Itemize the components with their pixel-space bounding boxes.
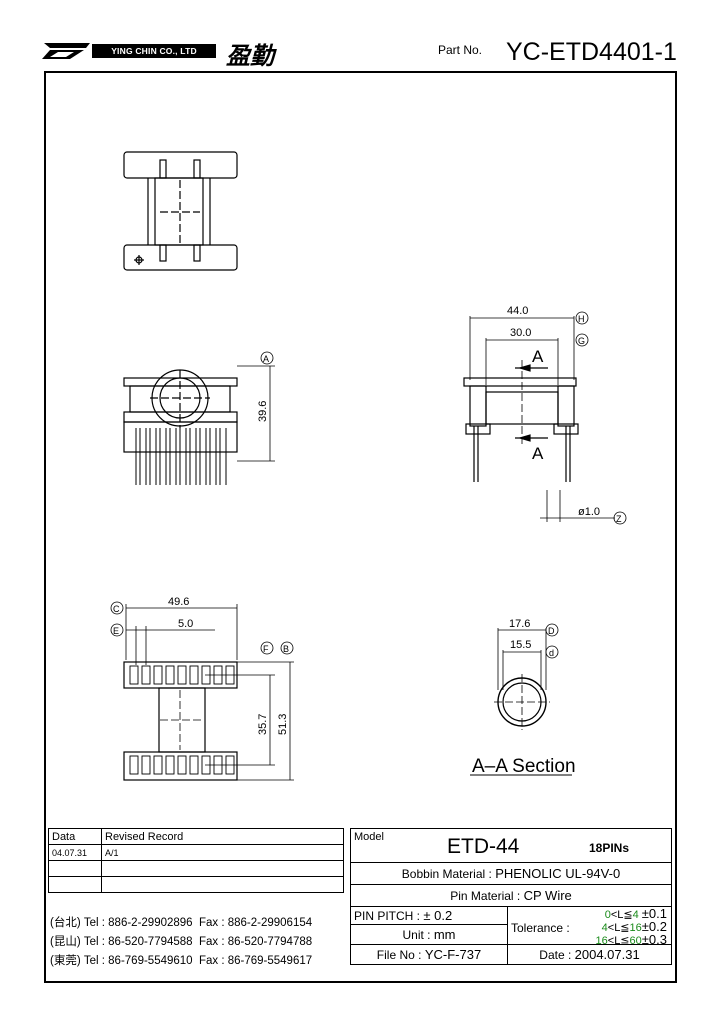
revision-row-date: 04.07.31 xyxy=(48,844,102,861)
unit-value: mm xyxy=(433,927,456,942)
drawing-frame xyxy=(44,71,677,983)
tol-min: 4 xyxy=(601,922,608,934)
revision-row-record: A/1 xyxy=(101,844,344,861)
label-z: Z xyxy=(616,514,622,524)
contact-fax: Fax : 86-769-5549617 xyxy=(198,955,313,967)
contact-location: (台北) xyxy=(50,917,81,929)
revision-row-record xyxy=(101,860,344,877)
part-number-label: Part No. xyxy=(438,43,483,57)
label-b: B xyxy=(283,644,289,654)
pin-pitch-value: ± 0.2 xyxy=(423,908,453,923)
tolerance-values: 0<L≦4 ±0.1 4<L≦16±0.2 16<L≦60±0.3 xyxy=(595,906,667,947)
pin-count: 18PINs xyxy=(589,841,630,855)
pin-pitch-cell: PIN PITCH : ± 0.2 xyxy=(350,906,508,925)
pin-material-label: Pin Material : xyxy=(450,889,521,903)
date-label: Date : xyxy=(539,948,572,962)
label-d-lower: d xyxy=(549,648,554,658)
tolerance-cell: Tolerance : 0<L≦4 ±0.1 4<L≦16±0.2 16<L≦6… xyxy=(507,906,672,947)
label-a: A xyxy=(263,354,269,364)
contact-fax: Fax : 886-2-29906154 xyxy=(198,917,313,929)
contact-row: (台北) Tel : 886-2-29902896 Fax : 886-2-29… xyxy=(50,914,312,933)
label-f: F xyxy=(263,644,269,654)
dim-30: 30.0 xyxy=(510,327,531,339)
dim-pin-dia: ø1.0 xyxy=(578,506,600,518)
contact-tel: Tel : 86-769-5549610 xyxy=(83,955,193,967)
dim-49-6: 49.6 xyxy=(168,596,189,608)
date-value: 2004.07.31 xyxy=(574,947,640,962)
pin-pitch-label: PIN PITCH : xyxy=(354,909,421,923)
bottom-view xyxy=(110,601,294,781)
tolerance-label: Tolerance : xyxy=(511,921,570,935)
section-title: A–A Section xyxy=(472,756,576,777)
bobbin-material-label: Bobbin Material : xyxy=(401,867,492,881)
tolerance-row: 16<L≦60±0.3 xyxy=(595,932,667,947)
file-no-cell: File No : YC-F-737 xyxy=(350,944,508,965)
section-view xyxy=(470,623,572,776)
model-label: Model xyxy=(354,831,384,843)
section-mark-bottom: A xyxy=(532,444,544,463)
contact-tel: Tel : 86-520-7794588 xyxy=(83,936,193,948)
company-name: YING CHIN CO., LTD xyxy=(92,44,216,58)
dim-15-5: 15.5 xyxy=(510,639,531,651)
label-g: G xyxy=(578,336,585,346)
tol-min: 16 xyxy=(595,935,608,947)
tol-op: <L≦ xyxy=(607,935,630,947)
revision-col-date: Data xyxy=(48,828,102,845)
tol-value: ±0.2 xyxy=(641,919,667,934)
top-view xyxy=(123,151,238,271)
contact-row: (昆山) Tel : 86-520-7794588 Fax : 86-520-7… xyxy=(50,933,312,952)
contact-row: (東莞) Tel : 86-769-5549610 Fax : 86-769-5… xyxy=(50,952,312,971)
file-no-label: File No : xyxy=(376,948,422,962)
tol-value: ±0.1 xyxy=(641,906,667,921)
contact-list: (台北) Tel : 886-2-29902896 Fax : 886-2-29… xyxy=(50,914,312,971)
label-c: C xyxy=(113,604,120,614)
model-value: ETD-44 xyxy=(447,835,520,858)
company-logo xyxy=(40,40,220,62)
logo-icon xyxy=(42,43,90,59)
front-view xyxy=(123,351,275,485)
company-chinese-name: 盈勤 xyxy=(226,41,274,70)
revision-table: Data Revised Record 04.07.31 A/1 xyxy=(48,828,344,893)
pin-material-row: Pin Material : CP Wire xyxy=(350,884,672,907)
tol-op: <L≦ xyxy=(607,922,630,934)
model-cell: Model ETD-44 18PINs xyxy=(350,828,672,863)
part-number: YC-ETD4401-1 xyxy=(506,38,677,66)
contact-tel: Tel : 886-2-29902896 xyxy=(83,917,193,929)
dim-39-6: 39.6 xyxy=(257,401,269,422)
side-view xyxy=(463,311,627,525)
unit-cell: Unit : mm xyxy=(350,924,508,945)
unit-label: Unit : xyxy=(402,928,431,942)
revision-row-record xyxy=(101,876,344,893)
tol-max: 60 xyxy=(629,935,642,947)
info-table: Model ETD-44 18PINs Bobbin Material : PH… xyxy=(350,828,672,965)
file-no-value: YC-F-737 xyxy=(424,947,482,962)
label-d-upper: D xyxy=(548,626,555,636)
revision-row-date xyxy=(48,876,102,893)
contact-location: (昆山) xyxy=(50,936,81,948)
revision-row-date xyxy=(48,860,102,877)
dim-51-3: 51.3 xyxy=(277,714,289,735)
contact-fax: Fax : 86-520-7794788 xyxy=(198,936,313,948)
bobbin-material-row: Bobbin Material : PHENOLIC UL-94V-0 xyxy=(350,862,672,885)
tol-max: 16 xyxy=(629,922,642,934)
label-h: H xyxy=(578,314,585,324)
dim-5-0: 5.0 xyxy=(178,618,193,630)
tol-value: ±0.3 xyxy=(641,932,667,947)
label-e: E xyxy=(113,626,119,636)
tol-max: 4 xyxy=(632,909,639,921)
tolerance-row: 4<L≦16±0.2 xyxy=(596,919,667,934)
pin-material-value: CP Wire xyxy=(523,888,572,903)
bobbin-material-value: PHENOLIC UL-94V-0 xyxy=(495,866,621,881)
date-cell: Date : 2004.07.31 xyxy=(507,944,672,965)
dim-44: 44.0 xyxy=(507,305,528,317)
tol-op: <L≦ xyxy=(610,909,633,921)
revision-col-record: Revised Record xyxy=(101,828,344,845)
contact-location: (東莞) xyxy=(50,955,81,967)
dim-17-6: 17.6 xyxy=(509,618,530,630)
tolerance-row: 0<L≦4 ±0.1 xyxy=(596,906,667,921)
tol-min: 0 xyxy=(604,909,611,921)
dim-35-7: 35.7 xyxy=(257,714,269,735)
section-mark-top: A xyxy=(532,347,544,366)
